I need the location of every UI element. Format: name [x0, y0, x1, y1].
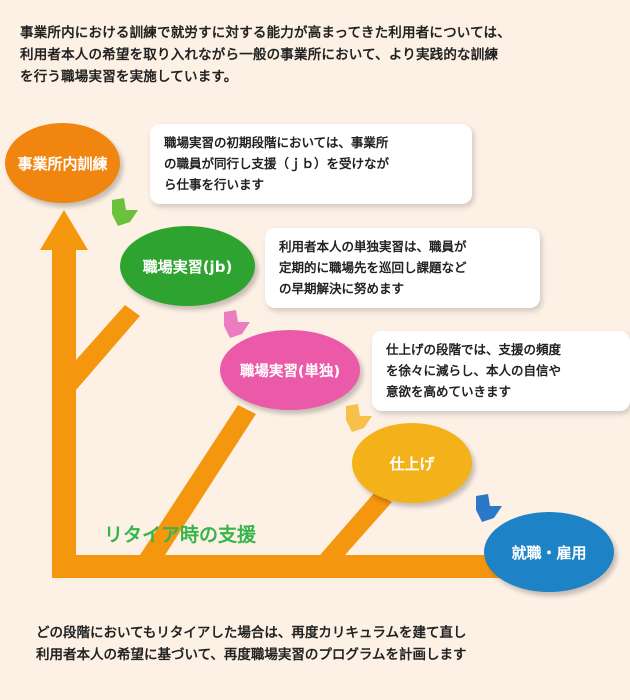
footer-line-1: どの段階においてもリタイアした場合は、再度カリキュラムを建て直し — [36, 625, 467, 641]
step-arrow-3 — [346, 404, 372, 432]
note-solo-line-1: 利用者本人の単独実習は、職員が — [279, 239, 467, 254]
stage-employment: 就職・雇用 — [484, 512, 614, 592]
note-bubble-solo: 利用者本人の単独実習は、職員が 定期的に職場先を巡回し課題など の早期解決に努め… — [265, 228, 540, 308]
intro-line-3: を行う職場実習を実施しています。 — [20, 69, 238, 85]
stage-finishing: 仕上げ — [352, 423, 472, 503]
stage-job-training-solo-label: 職場実習(単独) — [239, 363, 341, 380]
retire-arrow-head — [40, 210, 88, 250]
note-solo-line-3: の早期解決に努めます — [279, 281, 405, 296]
stage-internal-training-label: 事業所内訓練 — [17, 154, 108, 173]
retirement-support-label: リタイア時の支援 — [104, 524, 257, 546]
stage-internal-training: 事業所内訓練 — [5, 123, 120, 203]
note-bubble-initial: 職場実習の初期段階においては、事業所 の職員が同行し支援（ｊｂ）を受けなが ら仕… — [150, 124, 472, 204]
intro-line-2: 利用者本人の希望を取り入れながら一般の事業所において、より実践的な訓練 — [20, 47, 499, 63]
branch-from-stage3 — [140, 405, 256, 555]
stage-job-training-jb-label: 職場実習(jb) — [142, 257, 233, 276]
footer-text: どの段階においてもリタイアした場合は、再度カリキュラムを建て直し 利用者本人の希… — [36, 622, 606, 666]
step-arrow-2 — [224, 310, 250, 338]
step-arrow-4 — [476, 494, 502, 522]
step-arrow-1 — [112, 198, 138, 226]
note-bubble-finishing: 仕上げの段階では、支援の頻度 を徐々に減らし、本人の自信や 意欲を高めていきます — [372, 331, 630, 411]
note-solo-line-2: 定期的に職場先を巡回し課題など — [279, 260, 467, 275]
retire-arrow-shaft — [52, 250, 76, 578]
intro-line-1: 事業所内における訓練で就労すに対する能力が高まってきた利用者については、 — [20, 25, 511, 41]
footer-line-2: 利用者本人の希望に基づいて、再度職場実習のプログラムを計画します — [36, 647, 467, 663]
note-initial-line-1: 職場実習の初期段階においては、事業所 — [164, 135, 389, 150]
intro-text: 事業所内における訓練で就労すに対する能力が高まってきた利用者については、 利用者… — [20, 22, 615, 88]
note-finishing-line-1: 仕上げの段階では、支援の頻度 — [386, 342, 562, 357]
note-initial-line-2: の職員が同行し支援（ｊｂ）を受けなが — [164, 156, 390, 171]
note-finishing-line-2: を徐々に減らし、本人の自信や — [386, 363, 562, 378]
stage-finishing-label: 仕上げ — [389, 454, 435, 473]
note-finishing-line-3: 意欲を高めていきます — [386, 384, 512, 399]
branch-from-stage4 — [320, 492, 392, 555]
branch-from-stage2 — [76, 305, 140, 390]
stage-job-training-solo: 職場実習(単独) — [220, 330, 360, 410]
retire-bar — [52, 555, 540, 578]
note-initial-line-3: ら仕事を行います — [164, 177, 265, 192]
stage-employment-label: 就職・雇用 — [511, 543, 587, 562]
stage-job-training-jb: 職場実習(jb) — [120, 226, 255, 306]
